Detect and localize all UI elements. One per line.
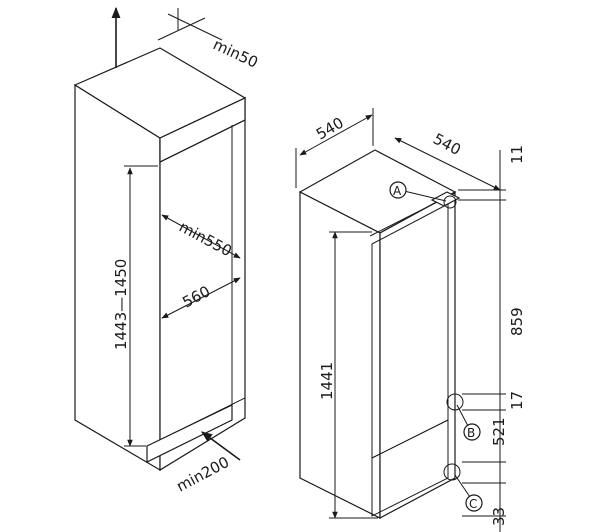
label-height: 1441 [318, 362, 336, 400]
dim-niche-height: 1443—1450 [112, 165, 158, 447]
niche-drawing: min50 1443—1450 min550 560 min200 [73, 6, 261, 496]
label-width: 540 [313, 114, 347, 144]
svg-text:A: A [393, 184, 402, 198]
marker-a: A [389, 181, 447, 202]
label-dim-859: 859 [508, 307, 526, 336]
appliance-drawing: 540 540 1441 11 859 17 521 [295, 108, 526, 532]
label-niche-height: 1443—1450 [112, 259, 130, 350]
marker-c: C [454, 474, 483, 512]
svg-text:B: B [467, 426, 475, 440]
dim-height-1441: 1441 [318, 231, 378, 519]
dim-chain-right: 11 859 17 521 33 [458, 145, 526, 532]
label-depth: 540 [430, 130, 464, 159]
appliance-body [298, 149, 464, 519]
marker-b: B [456, 404, 481, 441]
label-min200: min200 [173, 453, 232, 496]
label-dim-17: 17 [508, 391, 526, 410]
label-dim-521: 521 [490, 417, 508, 446]
label-min50: min50 [210, 35, 261, 71]
cabinet-outline [73, 47, 247, 472]
label-dim-11: 11 [508, 145, 526, 164]
label-dim-33: 33 [490, 507, 508, 526]
svg-text:C: C [469, 497, 477, 511]
